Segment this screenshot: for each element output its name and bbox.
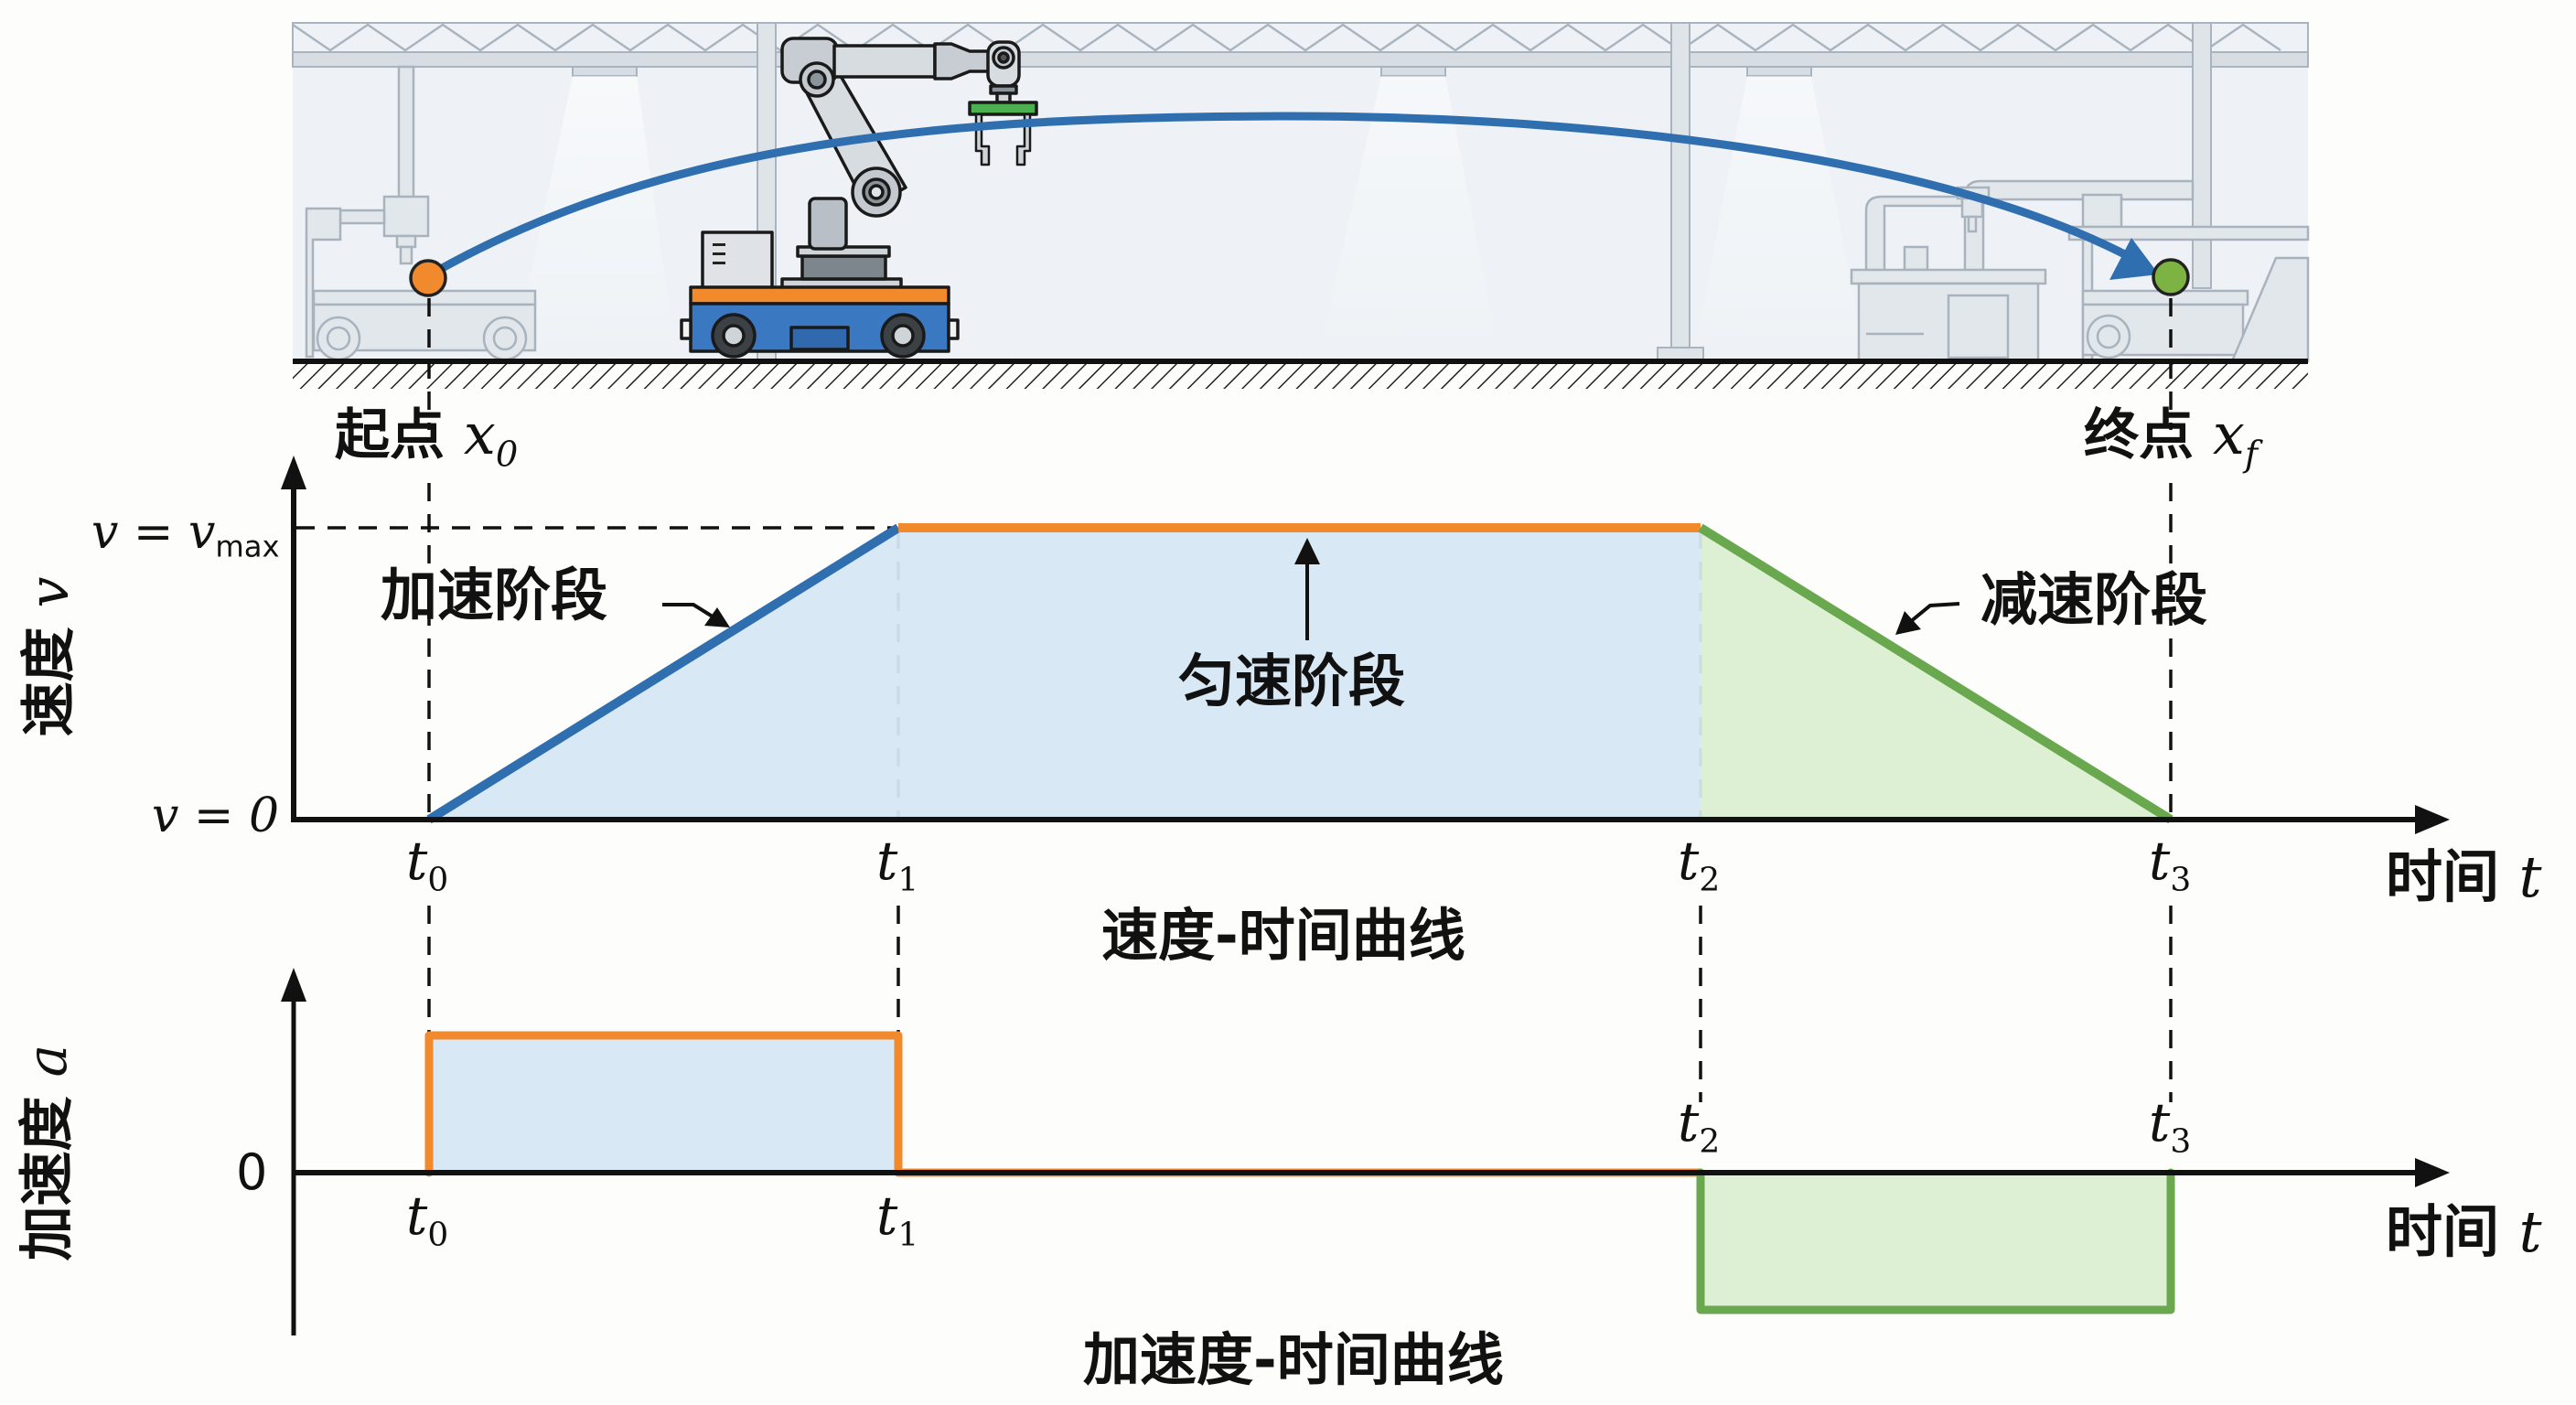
- gripper: [968, 101, 1038, 116]
- accel-chart-title: 加速度-时间曲线: [1083, 1326, 1504, 1393]
- velocity-y-var: v: [17, 576, 81, 608]
- tick-sub: 0: [427, 861, 449, 899]
- v-tick-t0: t0: [406, 834, 448, 897]
- a-zero-label: 0: [236, 1143, 268, 1201]
- tick-sub: 0: [427, 1216, 449, 1254]
- roof-beam: [292, 51, 2309, 68]
- time-label-text: 时间: [2386, 1198, 2500, 1265]
- vmax-sub: max: [215, 529, 280, 564]
- tick-var: t: [2149, 830, 2171, 892]
- v-zero-label: v = 0: [152, 788, 280, 843]
- end-var: x: [2212, 401, 2245, 467]
- tick-var: t: [2149, 1091, 2171, 1153]
- const-phase-label: 匀速阶段: [1178, 648, 1406, 714]
- accel-area-0: [429, 1035, 898, 1173]
- velocity-chart-title: 速度-时间曲线: [1101, 902, 1465, 969]
- accel-y-var: a: [16, 1044, 80, 1078]
- a-tick-t1: t1: [876, 1189, 918, 1252]
- tick-var: t: [406, 830, 428, 892]
- start-var: x: [463, 401, 496, 467]
- tick-var: t: [1678, 830, 1700, 892]
- accel-area-2: [1701, 1173, 2171, 1310]
- start-sub: 0: [495, 434, 519, 476]
- tick-var: t: [876, 830, 898, 892]
- a-tick-t3: t3: [2149, 1096, 2191, 1159]
- decel-phase-label: 减速阶段: [1980, 566, 2208, 633]
- tick-sub: 3: [2170, 861, 2192, 899]
- end-sub: f: [2244, 434, 2259, 476]
- accel-y-arrow: [281, 968, 306, 1002]
- start-point: [409, 259, 447, 297]
- end-label-text: 终点: [2084, 403, 2194, 467]
- vmax-label: v = vmax: [91, 509, 280, 562]
- velocity-chart: [426, 523, 2174, 824]
- end-point: [2152, 258, 2190, 296]
- tick-sub: 1: [897, 1216, 919, 1254]
- annotation-arrows: [662, 538, 1960, 640]
- accel-phase-pointer: [662, 603, 717, 620]
- accel-y-axis-label: 加速度 a: [16, 1034, 80, 1271]
- accel-y-label-text: 加速度: [16, 1096, 80, 1261]
- tick-var: t: [1678, 1091, 1700, 1153]
- accel-segment-0: [424, 1031, 903, 1177]
- robot-upper-arm: [832, 44, 937, 79]
- agv-stripe: [689, 285, 950, 306]
- velocity-axes: [281, 456, 2450, 834]
- time-var: t: [2518, 843, 2542, 910]
- a-tick-t0: t0: [406, 1189, 448, 1252]
- velocity-area-1: [898, 528, 1701, 820]
- trajectory-arrowhead: [2109, 238, 2159, 280]
- accel-phase-label: 加速阶段: [381, 562, 608, 628]
- support-column: [1670, 22, 1690, 355]
- ceiling-lights: [512, 66, 1866, 361]
- velocity-segment-0: [426, 523, 901, 824]
- velocity-y-arrow: [281, 456, 306, 489]
- velocity-y-label-text: 速度: [17, 627, 81, 737]
- decel-phase-pointer: [1908, 602, 1960, 624]
- start-station: [305, 65, 537, 361]
- accel-x-axis-label: 时间 t: [2386, 1204, 2542, 1260]
- tick-var: t: [876, 1185, 898, 1247]
- roof-truss: [292, 22, 2309, 53]
- tick-sub: 2: [1699, 1122, 1721, 1161]
- time-label-text: 时间: [2386, 843, 2500, 910]
- v-tick-t2: t2: [1678, 834, 1720, 897]
- accel-axes: [281, 968, 2450, 1335]
- v-tick-t1: t1: [876, 834, 918, 897]
- start-label-text: 起点: [335, 403, 445, 467]
- a-tick-t2: t2: [1678, 1096, 1720, 1159]
- accel-x-arrow: [2415, 1158, 2450, 1187]
- start-point-label: 起点 x0: [335, 406, 518, 473]
- tick-sub: 3: [2170, 1122, 2192, 1161]
- tick-sub: 1: [897, 861, 919, 899]
- velocity-x-axis-label: 时间 t: [2386, 849, 2542, 906]
- support-column: [2192, 22, 2212, 289]
- tick-var: t: [406, 1185, 428, 1247]
- control-box: [701, 231, 774, 291]
- velocity-x-arrow: [2415, 805, 2450, 834]
- trajectory-arc: [433, 112, 2150, 275]
- tick-sub: 2: [1699, 861, 1721, 899]
- velocity-segment-2: [1698, 523, 2174, 824]
- truss-web: [292, 23, 2281, 52]
- accel-segment-2: [1696, 1168, 2175, 1314]
- ground-hatch: [293, 361, 2308, 389]
- vmax-var: v = v: [91, 505, 216, 560]
- factory-scene: [292, 22, 2310, 389]
- mobile-robot: [680, 37, 1038, 359]
- time-var: t: [2518, 1198, 2542, 1265]
- velocity-y-axis-label: 速度 v: [17, 556, 81, 757]
- end-point-label: 终点 xf: [2084, 406, 2258, 473]
- v-tick-t3: t3: [2149, 834, 2191, 897]
